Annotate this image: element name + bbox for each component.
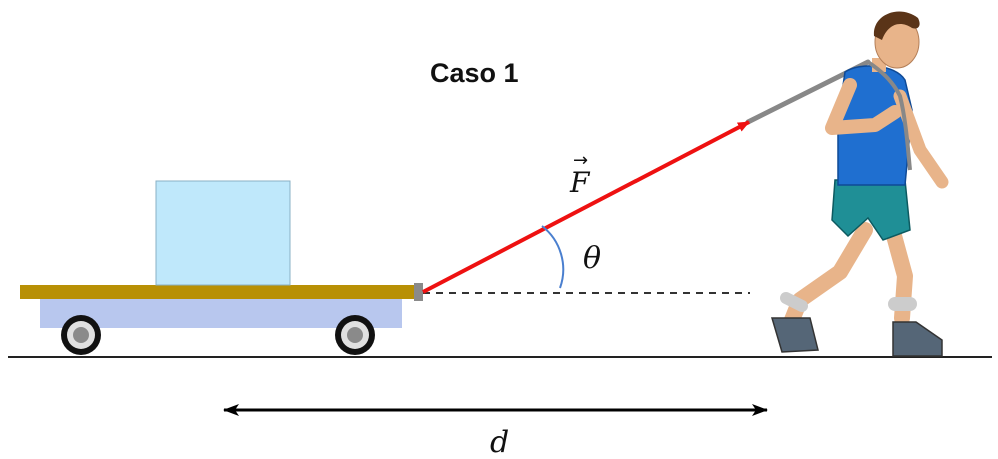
angle-arc — [541, 225, 565, 289]
tow-hook — [414, 283, 423, 301]
cart-deck — [20, 285, 418, 299]
distance-label: d — [490, 425, 509, 459]
boy-figure — [770, 11, 949, 357]
wheel-left — [61, 315, 101, 355]
cart — [20, 283, 423, 355]
angle-label: θ — [583, 241, 601, 276]
block — [155, 180, 291, 286]
case-title: Caso 1 — [430, 58, 519, 88]
wheel-right — [335, 315, 375, 355]
force-vector-symbol: → — [573, 150, 588, 171]
force-vector-arrow — [422, 120, 750, 294]
force-label: F — [569, 166, 591, 199]
